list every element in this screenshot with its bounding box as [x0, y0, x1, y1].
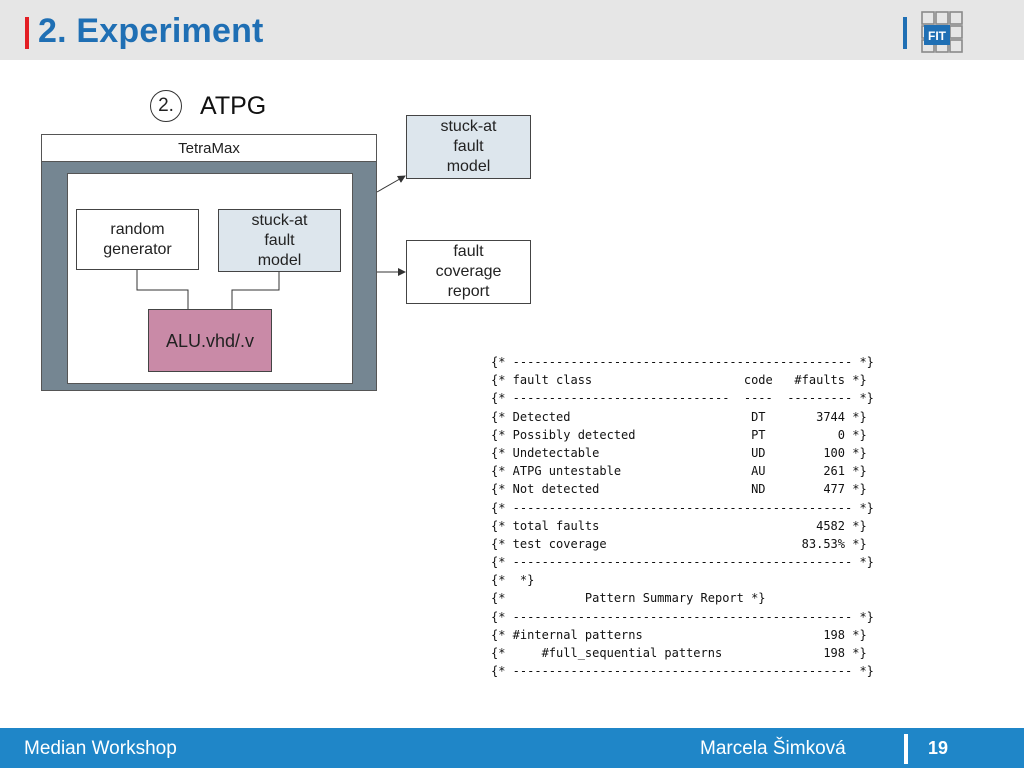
report-line: {* #internal patterns 198 *}	[491, 627, 867, 642]
stuck-at-inner-line-2: fault	[264, 231, 295, 249]
slide-footer: Median Workshop Marcela Šimková 19	[0, 728, 1024, 768]
report-line: {* ------------------------------ ---- -…	[491, 391, 874, 406]
report-line: {* Detected DT 3744 *}	[491, 409, 867, 424]
stuck-at-output-line-2: fault	[453, 138, 484, 155]
stuck-at-inner-line-3: model	[257, 251, 302, 269]
report-line: {* total faults 4582 *}	[491, 518, 867, 533]
stuck-at-output-line-3: model	[446, 158, 491, 175]
stuck-at-fault-model-box: stuck-at fault model	[218, 209, 341, 272]
event-name: Median Workshop	[24, 738, 177, 759]
report-line: {* test coverage 83.53% *}	[491, 536, 867, 551]
report-line: {* Possibly detected PT 0 *}	[491, 427, 867, 442]
stuck-at-inner-line-1: stuck-at	[251, 211, 308, 229]
fault-summary-report: {* -------------------------------------…	[491, 353, 961, 680]
step-number: 2.	[150, 90, 182, 122]
footer-divider	[904, 734, 908, 764]
tetramax-title: TetraMax	[42, 135, 376, 162]
title-accent-bar	[25, 17, 29, 49]
arrow-to-stuck-at-model	[376, 175, 406, 193]
report-line: {* -------------------------------------…	[491, 500, 874, 515]
report-line: {* -------------------------------------…	[491, 664, 874, 679]
random-generator-line-2: generator	[103, 240, 172, 258]
logo-divider	[903, 17, 907, 49]
slide-header: 2. Experiment FIT	[0, 0, 1024, 60]
alu-source-box: ALU.vhd/.v	[148, 309, 272, 372]
report-line: {* -------------------------------------…	[491, 555, 874, 570]
random-generator-line-1: random	[110, 220, 165, 238]
logo-text: FIT	[928, 29, 947, 43]
alu-label: ALU.vhd/.v	[165, 330, 255, 351]
report-line: {* -------------------------------------…	[491, 609, 874, 624]
report-line: {* #full_sequential patterns 198 *}	[491, 646, 867, 660]
fit-logo-icon: FIT	[921, 11, 963, 53]
author-name: Marcela Šimková	[700, 738, 846, 759]
report-line: {* -------------------------------------…	[491, 355, 874, 369]
coverage-line-3: report	[447, 283, 490, 300]
step-title: ATPG	[200, 92, 267, 120]
report-line: {* Not detected ND 477 *}	[491, 482, 867, 497]
page-number: 19	[928, 738, 949, 758]
fault-coverage-report-box: fault coverage report	[406, 240, 531, 304]
connector-random-to-alu	[136, 270, 189, 309]
report-line: {* *}	[491, 573, 535, 588]
report-line: {* Undetectable UD 100 *}	[491, 445, 867, 460]
slide-title: 2. Experiment	[38, 12, 264, 50]
connector-stuck-at-to-alu	[231, 272, 280, 309]
coverage-line-2: coverage	[435, 263, 502, 280]
report-line: {* fault class code #faults *}	[491, 373, 867, 388]
report-line: {* ATPG untestable AU 261 *}	[491, 464, 867, 479]
coverage-line-1: fault	[453, 243, 484, 260]
report-line: {* Pattern Summary Report *}	[491, 591, 766, 606]
stuck-at-output-line-1: stuck-at	[440, 118, 497, 135]
stuck-at-fault-model-output-box: stuck-at fault model	[406, 115, 531, 179]
random-generator-box: random generator	[76, 209, 199, 270]
